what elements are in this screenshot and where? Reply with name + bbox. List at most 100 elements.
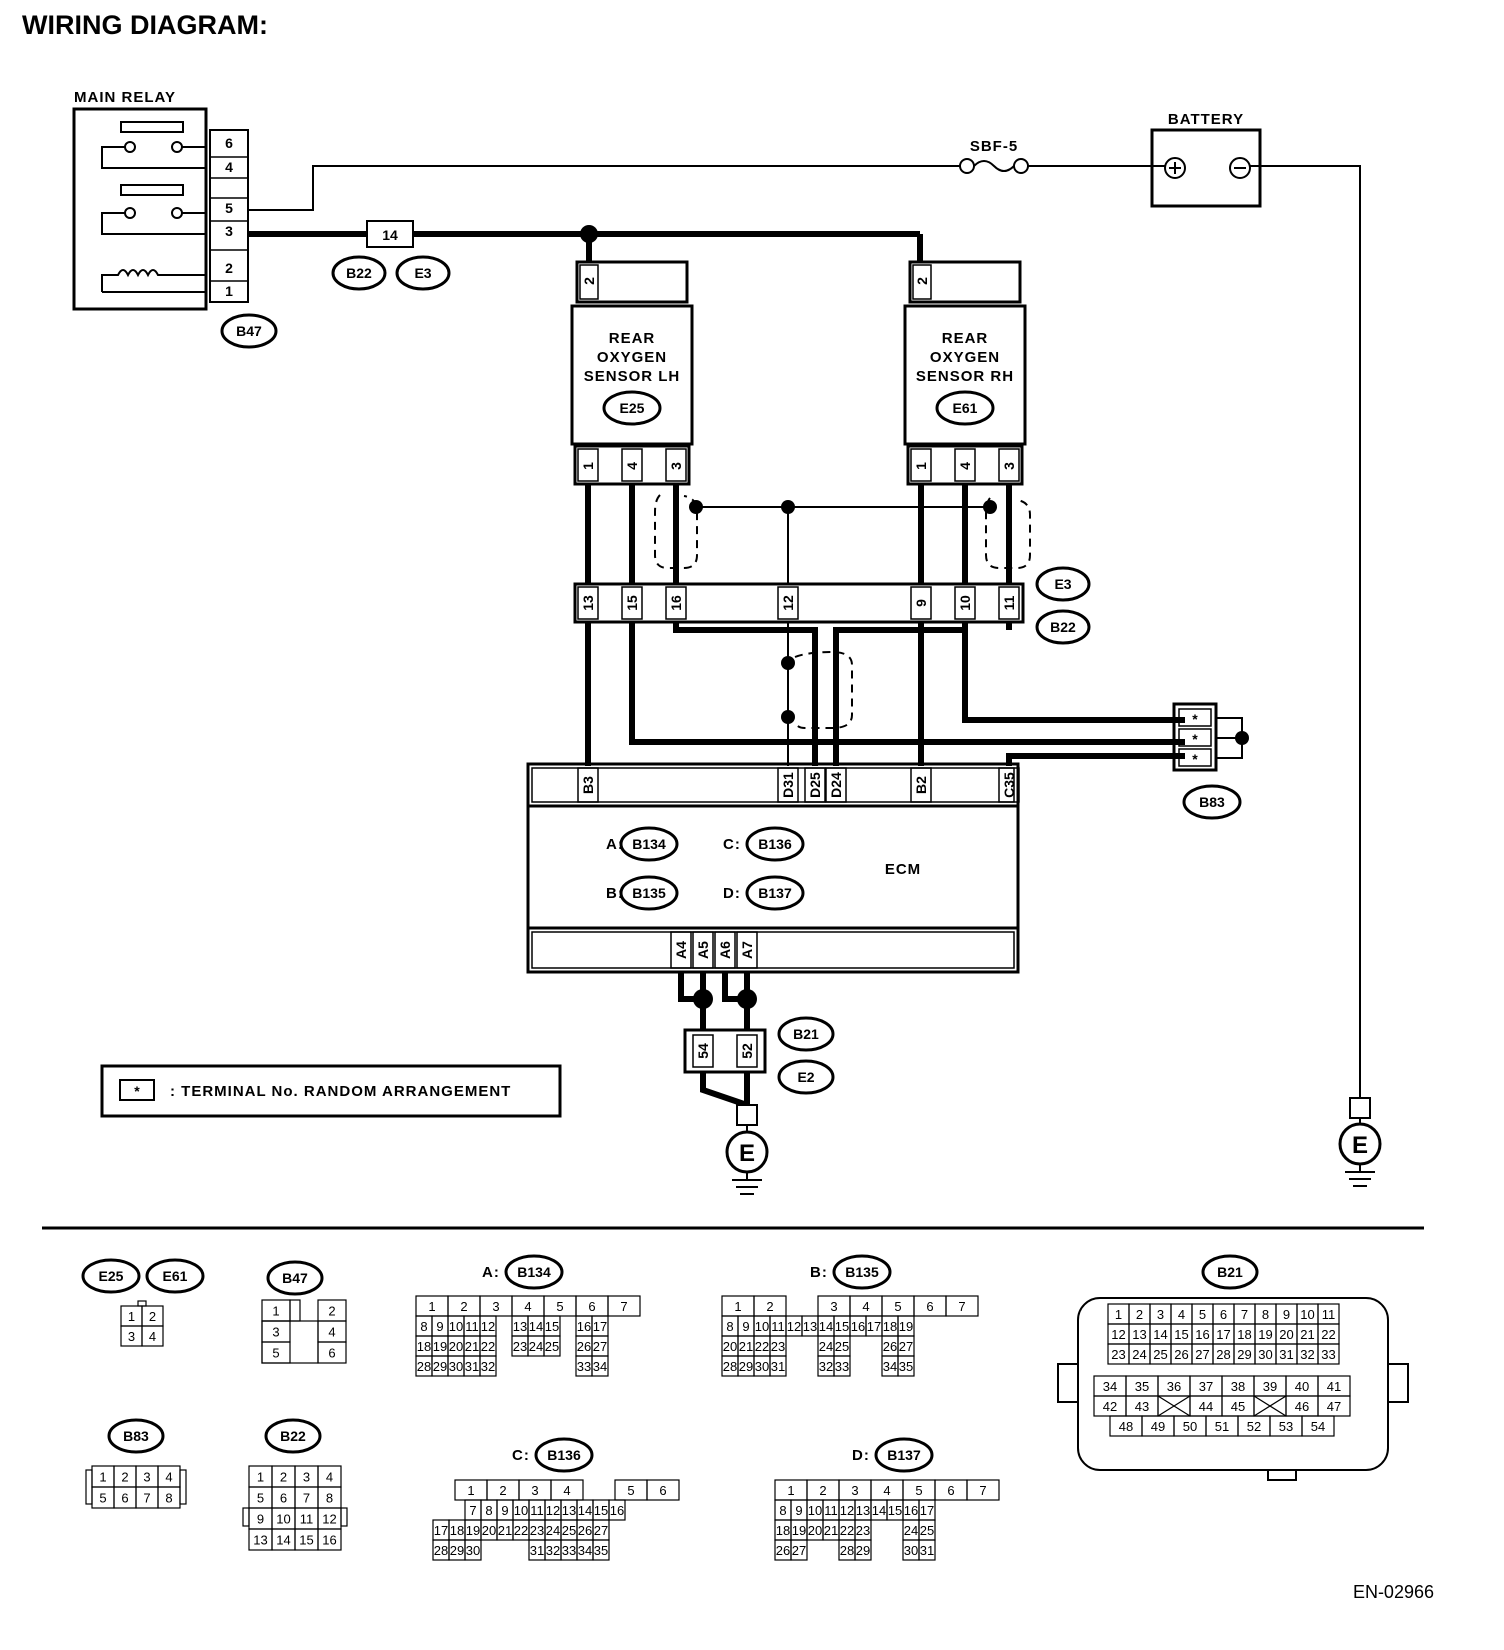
connector-cell-label: 21 — [498, 1523, 512, 1538]
connector-cell — [966, 1479, 1000, 1501]
connector-cell-label: 30 — [449, 1359, 463, 1374]
connector-cell-label: 44 — [1199, 1399, 1213, 1414]
connector-cell-label: 12 — [481, 1319, 495, 1334]
sensor-power-feed: 14 B22 E3 — [248, 220, 923, 291]
connector-cell — [242, 1507, 250, 1527]
relay-pin-5: 5 — [225, 200, 233, 216]
connector-cell-label: 13 — [253, 1533, 267, 1548]
connector-cell-label: 51 — [1215, 1419, 1229, 1434]
connector-cell-label: 10 — [808, 1503, 822, 1518]
connector-cell-label: 26 — [577, 1339, 591, 1354]
mid-tag-e3: E3 — [1054, 576, 1071, 592]
connector-cell-label: 23 — [771, 1339, 785, 1354]
fuse-label: SBF-5 — [970, 138, 1018, 155]
connector-cell-label: 24 — [904, 1523, 918, 1538]
connector-cell-label: 2 — [819, 1483, 826, 1498]
connector-cell-label: 21 — [739, 1339, 753, 1354]
connector-cell-label: 5 — [257, 1491, 264, 1506]
connector-cell-label: 9 — [795, 1503, 802, 1518]
rh-top-pin: 2 — [914, 277, 930, 285]
connector-cell-label: 29 — [1237, 1347, 1251, 1362]
connector-cell — [179, 1469, 187, 1505]
rh-connector-tag: E61 — [953, 400, 978, 416]
ground-label-right: E — [1352, 1132, 1368, 1159]
ecm-pin-b2: B2 — [913, 776, 929, 794]
connector-cell-label: 9 — [501, 1503, 508, 1518]
connector-cell-label: 11 — [300, 1512, 314, 1527]
connector-cell-label: 11 — [530, 1503, 544, 1518]
connector-cell-label: 23 — [513, 1339, 527, 1354]
connector-cell-label: 36 — [1167, 1379, 1181, 1394]
connector-cell-label: 14 — [529, 1319, 543, 1334]
connector-cell-label: 16 — [904, 1503, 918, 1518]
relay-pin-2: 2 — [225, 260, 233, 276]
connector-cell-label: 31 — [530, 1543, 544, 1558]
legend: * : TERMINAL No. RANDOM ARRANGEMENT — [100, 1064, 562, 1118]
connector-cell-label: 10 — [755, 1319, 769, 1334]
connector-cell-label: 27 — [1195, 1347, 1209, 1362]
connector-cell-label: 1 — [428, 1299, 435, 1314]
connector-cell — [543, 1335, 561, 1357]
connector-cell — [790, 1539, 808, 1561]
lh-connector-tag: E25 — [620, 400, 645, 416]
mid-pin-11: 11 — [1001, 595, 1017, 610]
connector-cell-label: 47 — [1327, 1399, 1341, 1414]
lh-pin-4: 4 — [624, 462, 640, 470]
connector-cell-label: 21 — [1300, 1327, 1314, 1342]
lh-top-pin: 2 — [581, 277, 597, 285]
connector-cell-label: 5 — [894, 1299, 901, 1314]
connector-cell-label: 2 — [280, 1470, 287, 1485]
connector-cell-label: 18 — [1237, 1327, 1251, 1342]
b21-housing — [1057, 1297, 1409, 1481]
connector-cell — [1317, 1343, 1340, 1365]
connector-cell-label: 50 — [1183, 1419, 1197, 1434]
ecm-pin-a6: A6 — [717, 941, 733, 959]
connector-cell-label: 22 — [514, 1523, 528, 1538]
connector-cell — [607, 1295, 641, 1317]
b83-pin-a: * — [1192, 711, 1198, 727]
connector-cell-label: 3 — [851, 1483, 858, 1498]
connector-cell-label: 53 — [1279, 1419, 1293, 1434]
connector-cell-label: 10 — [449, 1319, 463, 1334]
connector-cell-label: 11 — [1322, 1307, 1336, 1322]
connector-cell-label: 25 — [920, 1523, 934, 1538]
connector-cell-label: 32 — [481, 1359, 495, 1374]
ecm-label: ECM — [885, 861, 921, 878]
connector-cell-label: 4 — [165, 1470, 172, 1485]
connector-cell-label: 34 — [1103, 1379, 1117, 1394]
connector-cell — [317, 1528, 342, 1551]
connector-cell-label: 17 — [1216, 1327, 1230, 1342]
connector-cell-label: 1 — [257, 1470, 264, 1485]
connector-cell-label: 25 — [545, 1339, 559, 1354]
connector-cell-label: 1 — [272, 1304, 279, 1319]
rear-oxygen-sensor-rh: 2 REAR OXYGEN SENSOR RH E61 1 4 3 — [903, 260, 1027, 486]
connector-cell — [833, 1355, 851, 1377]
connector-cell-label: 15 — [594, 1503, 608, 1518]
connector-cell-label: 25 — [1153, 1347, 1167, 1362]
connector-cell-label: 3 — [531, 1483, 538, 1498]
ecm-conn-b136: B136 — [758, 836, 792, 852]
mid-connector-e3-b22: 13 15 16 12 9 10 11 E3 B22 — [573, 566, 1091, 645]
connector-cell-label: 3 — [492, 1299, 499, 1314]
connector-cell-label: 45 — [1231, 1399, 1245, 1414]
connector-cell-label: 32 — [819, 1359, 833, 1374]
view-prefix-d: D: — [852, 1447, 870, 1464]
ecm-pin-b3: B3 — [580, 776, 596, 794]
connector-cell-label: 34 — [593, 1359, 607, 1374]
footer-code: EN-02966 — [1353, 1582, 1434, 1602]
connector-cell-label: 1 — [99, 1470, 106, 1485]
connector-cell-label: 4 — [328, 1325, 335, 1340]
mid-pin-16: 16 — [668, 595, 684, 611]
connector-cell-label: 33 — [1321, 1347, 1335, 1362]
connector-cell-label: 21 — [465, 1339, 479, 1354]
connector-cell-label: 24 — [1132, 1347, 1146, 1362]
connector-cell-label: 27 — [899, 1339, 913, 1354]
rh-pin-1: 1 — [913, 462, 929, 470]
connector-cell-label: 13 — [856, 1503, 870, 1518]
connector-cell-label: 7 — [979, 1483, 986, 1498]
joint-tag-b22: B22 — [346, 265, 372, 281]
connector-cell-label: 10 — [514, 1503, 528, 1518]
view-tag-b136: B136 — [547, 1447, 581, 1463]
connector-cell-label: 16 — [1195, 1327, 1209, 1342]
